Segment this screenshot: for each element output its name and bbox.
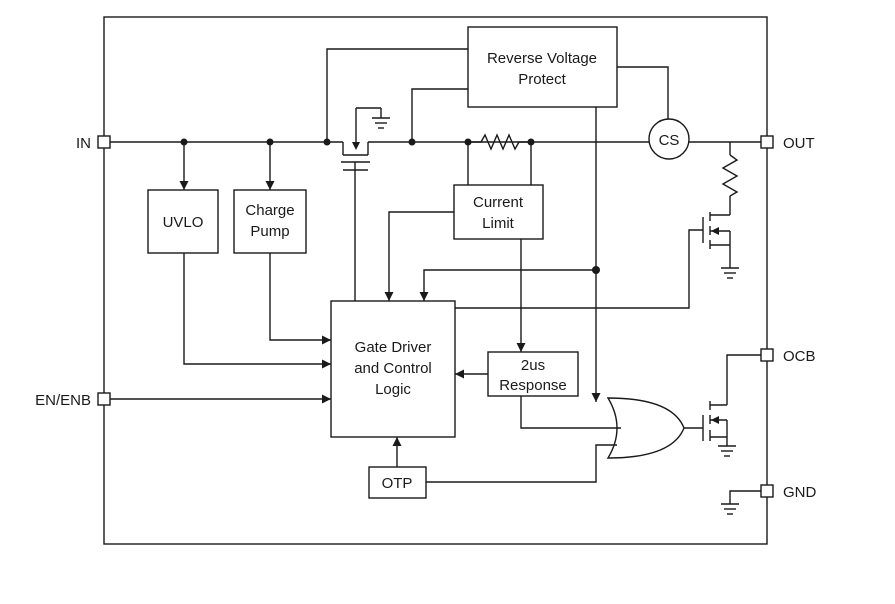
response-block: [487, 351, 579, 397]
response-label-line1: 2us: [521, 357, 545, 374]
rvp-label-line2: Protect: [518, 71, 566, 88]
current-limit-block: [453, 184, 544, 240]
pin-en: [97, 392, 111, 406]
cs-label: CS: [659, 132, 680, 149]
charge-pump-label-line1: Charge: [245, 202, 294, 219]
current-limit-label-line2: Limit: [482, 215, 515, 232]
otp-label: OTP: [382, 475, 413, 492]
gate-driver-label-line1: Gate Driver: [355, 339, 432, 356]
reverse-voltage-protect-block: [467, 26, 618, 108]
pass-mosfet: [341, 107, 390, 301]
charge-pump-label-line2: Pump: [250, 223, 289, 240]
charge-pump-block: [233, 189, 307, 254]
gate-driver-label-line3: Logic: [375, 381, 411, 398]
ocb-mosfet: [702, 354, 761, 457]
current-limit-label-line1: Current: [473, 194, 524, 211]
uvlo-block: [147, 189, 219, 254]
gate-driver-label-line2: and Control: [354, 360, 432, 377]
or-gate: [606, 397, 685, 459]
pin-in-label: IN: [76, 135, 91, 152]
pin-gnd-label: GND: [783, 484, 817, 501]
pin-en-label: EN/ENB: [35, 392, 91, 409]
chip-outline: [103, 16, 768, 545]
pin-ocb: [760, 348, 774, 362]
pin-in: [97, 135, 111, 149]
pin-ocb-label: OCB: [783, 348, 816, 365]
gate-driver-block: [330, 300, 456, 438]
discharge-resistor: [721, 142, 739, 215]
rvp-label-line1: Reverse Voltage: [487, 50, 597, 67]
sense-resistor: [468, 133, 531, 151]
uvlo-label: UVLO: [163, 214, 204, 231]
current-sense-circle: [648, 118, 690, 160]
pin-out: [760, 135, 774, 149]
response-label-line2: Response: [499, 377, 567, 394]
pin-gnd: [760, 484, 774, 498]
discharge-mosfet: [702, 212, 739, 279]
gnd-connection: [721, 490, 761, 515]
pin-out-label: OUT: [783, 135, 815, 152]
